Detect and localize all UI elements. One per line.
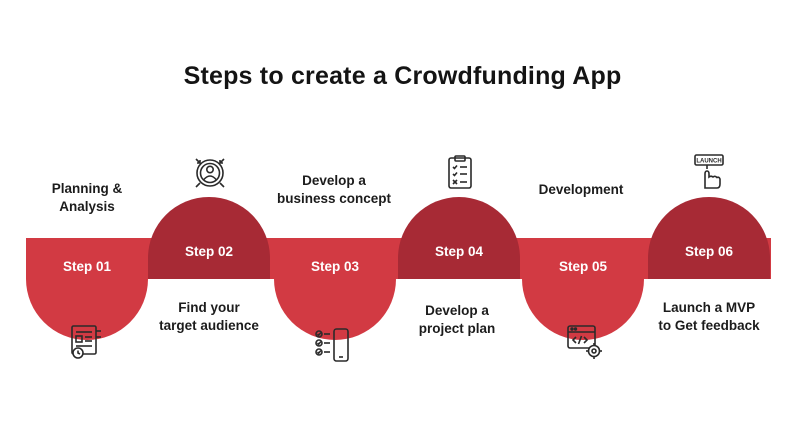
step-06-label: Step 06 — [685, 244, 734, 259]
svg-text:LAUNCH: LAUNCH — [696, 159, 721, 165]
step-05-caption: Development — [538, 182, 624, 197]
launch-button-icon: LAUNCH — [690, 152, 730, 192]
step-03-caption: Develop a business concept — [276, 173, 392, 206]
target-audience-icon — [190, 152, 230, 192]
step-06-shape — [648, 197, 770, 279]
step-01-label: Step 01 — [63, 259, 112, 274]
step-02-shape — [148, 197, 270, 279]
step-06-caption: Launch a MVP to Get feedback — [658, 300, 760, 333]
step-02-caption: Find your target audience — [159, 300, 259, 333]
step-04-label: Step 04 — [435, 244, 484, 259]
step-04-caption: Develop a project plan — [418, 303, 496, 336]
step-03-shape — [274, 238, 396, 340]
step-01-shape — [26, 238, 148, 340]
step-05-label: Step 05 — [559, 259, 608, 274]
step-02-label: Step 02 — [185, 244, 233, 259]
code-settings-icon — [565, 322, 605, 362]
clipboard-checklist-icon — [440, 153, 480, 193]
step-03-label: Step 03 — [311, 259, 360, 274]
step-04-shape — [398, 197, 520, 279]
planning-document-icon — [67, 322, 107, 362]
step-05-shape — [522, 238, 644, 340]
mobile-checklist-icon — [313, 326, 353, 366]
step-01-caption: Planning & Analysis — [51, 181, 123, 214]
page-title: Steps to create a Crowdfunding App — [183, 62, 622, 90]
